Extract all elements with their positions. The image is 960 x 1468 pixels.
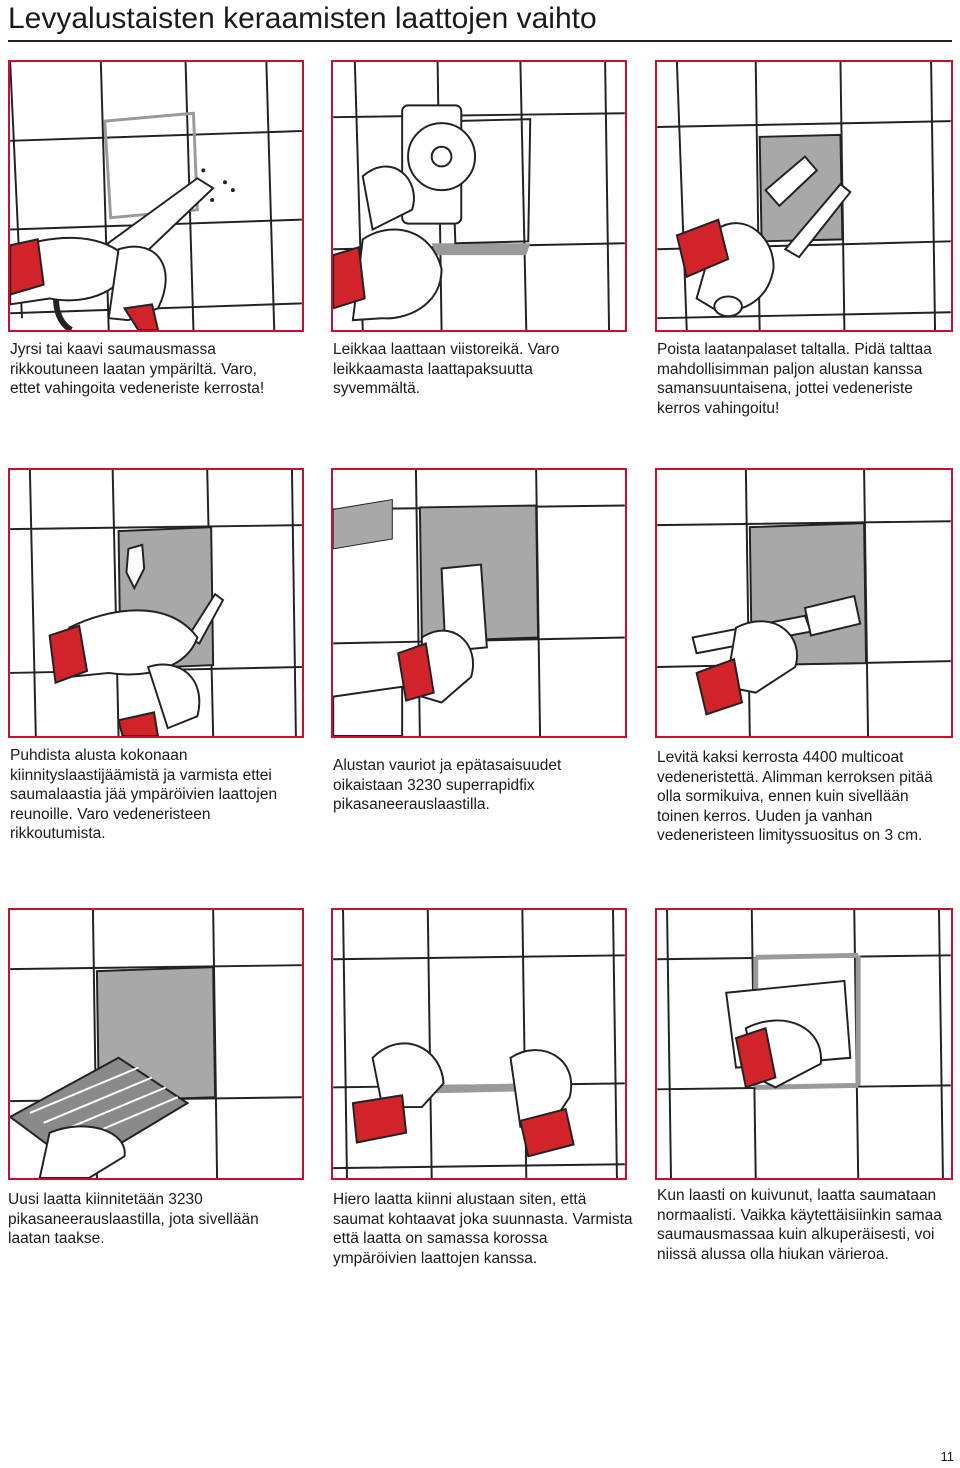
grout-float-icon — [657, 910, 951, 1178]
page-title: Levyalustaisten keraamisten laattojen va… — [8, 0, 952, 42]
hand-icon — [333, 910, 625, 1178]
grinder-icon — [10, 62, 302, 330]
step-4-caption: Puhdista alusta kokonaan kiinnityslaasti… — [10, 747, 278, 842]
step-6-caption: Levitä kaksi kerrosta 4400 multicoat ved… — [657, 749, 933, 844]
step-2-illustration — [331, 60, 627, 332]
step-9-caption: Kun laasti on kuivunut, laatta saumataan… — [657, 1187, 942, 1263]
step-7-illustration — [8, 908, 304, 1180]
spatula-icon — [333, 470, 625, 736]
grinder-icon — [333, 62, 625, 330]
chisel-icon — [657, 62, 951, 330]
step-5-illustration — [331, 468, 627, 738]
brush-icon — [657, 470, 951, 736]
step-9-illustration — [655, 908, 953, 1180]
spatula-icon — [10, 470, 302, 736]
page-number: 11 — [940, 1449, 955, 1464]
step-1-illustration — [8, 60, 304, 332]
step-3-illustration — [655, 60, 953, 332]
step-7-caption: Uusi laatta kiinnitetään 3230 pikasaneer… — [8, 1191, 259, 1247]
step-4-illustration — [8, 468, 304, 738]
step-5-caption: Alustan vauriot ja epätasaisuudet oikais… — [333, 757, 562, 813]
step-6-illustration — [655, 468, 953, 738]
step-2-caption: Leikkaa laattaan viistoreikä. Varo leikk… — [333, 341, 560, 397]
step-8-caption: Hiero laatta kiinni alustaan siten, että… — [333, 1191, 633, 1267]
step-3-caption: Poista laatanpalaset taltalla. Pidä talt… — [657, 341, 932, 417]
step-8-illustration — [331, 908, 627, 1180]
notched-trowel-icon — [10, 910, 302, 1178]
step-1-caption: Jyrsi tai kaavi saumausmassa rikkoutunee… — [10, 341, 265, 397]
